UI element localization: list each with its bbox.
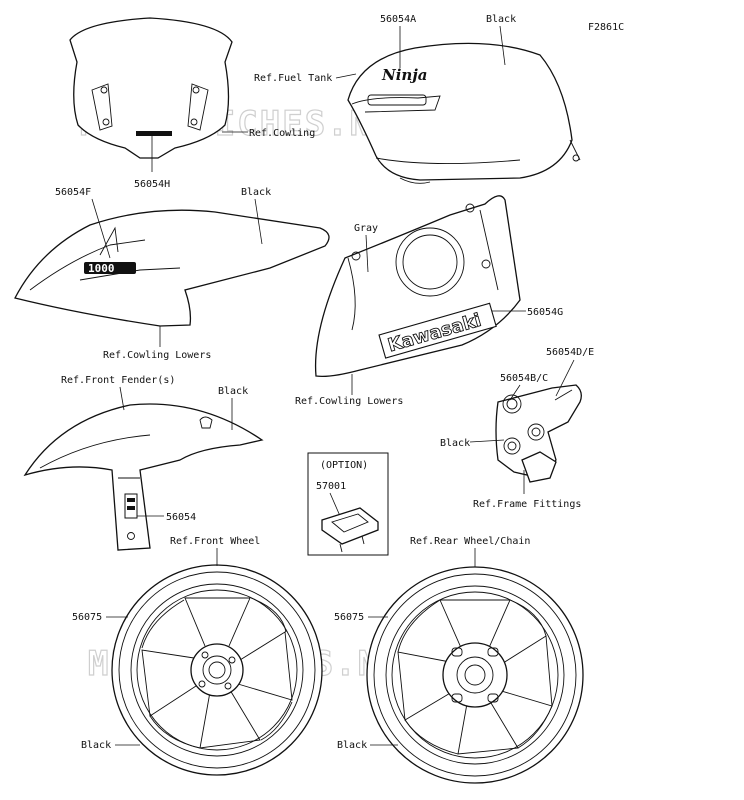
decal-1000: 1000 [88, 262, 115, 275]
label-ref-cowling: Ref.Cowling [249, 128, 315, 139]
label-56075-front: 56075 [72, 612, 102, 623]
front-fender-part[interactable] [23, 403, 264, 551]
label-ref-cowling-lowers-left: Ref.Cowling Lowers [103, 350, 211, 361]
label-black-tank: Black [486, 14, 516, 25]
windshield-part[interactable] [69, 17, 233, 159]
label-56075-rear: 56075 [334, 612, 364, 623]
label-gray: Gray [354, 223, 378, 234]
label-ref-frame-fittings: Ref.Frame Fittings [473, 499, 581, 510]
fuel-tank-part[interactable]: Ninja [347, 42, 581, 184]
label-56054A: 56054A [380, 14, 416, 25]
right-cowling-lower-part[interactable]: Kawasaki [314, 195, 521, 378]
label-ref-cowling-lowers-right: Ref.Cowling Lowers [295, 396, 403, 407]
label-black-rear-wheel: Black [337, 740, 367, 751]
label-56054F: 56054F [55, 187, 91, 198]
windshield-decal [136, 131, 172, 136]
label-black-front-wheel: Black [81, 740, 111, 751]
label-ref-front-wheel: Ref.Front Wheel [170, 536, 260, 547]
rear-wheel-part[interactable] [366, 566, 584, 784]
label-ref-rear-wheel: Ref.Rear Wheel/Chain [410, 536, 530, 547]
label-57001: 57001 [316, 481, 346, 492]
label-56054: 56054 [166, 512, 196, 523]
label-56054DE: 56054D/E [546, 347, 594, 358]
label-ref-fuel-tank: Ref.Fuel Tank [254, 73, 332, 84]
label-black-lower: Black [241, 187, 271, 198]
tool-57001-part[interactable] [321, 507, 379, 553]
label-black-fender: Black [218, 386, 248, 397]
label-56054H: 56054H [134, 179, 170, 190]
left-cowling-lower-part[interactable]: 1000 [14, 209, 330, 327]
ninja-decal: Ninja [381, 66, 427, 84]
decal-1000-panel [84, 262, 136, 274]
figure-code: F2861C [588, 22, 624, 33]
frame-fitting-plate-part[interactable] [495, 384, 582, 483]
label-56054G: 56054G [527, 307, 563, 318]
front-wheel-part[interactable] [111, 564, 323, 776]
label-black-frame: Black [440, 438, 470, 449]
label-option: (OPTION) [320, 460, 368, 471]
option-box [307, 452, 389, 556]
label-56054BC: 56054B/C [500, 373, 548, 384]
label-ref-front-fender: Ref.Front Fender(s) [61, 375, 175, 386]
